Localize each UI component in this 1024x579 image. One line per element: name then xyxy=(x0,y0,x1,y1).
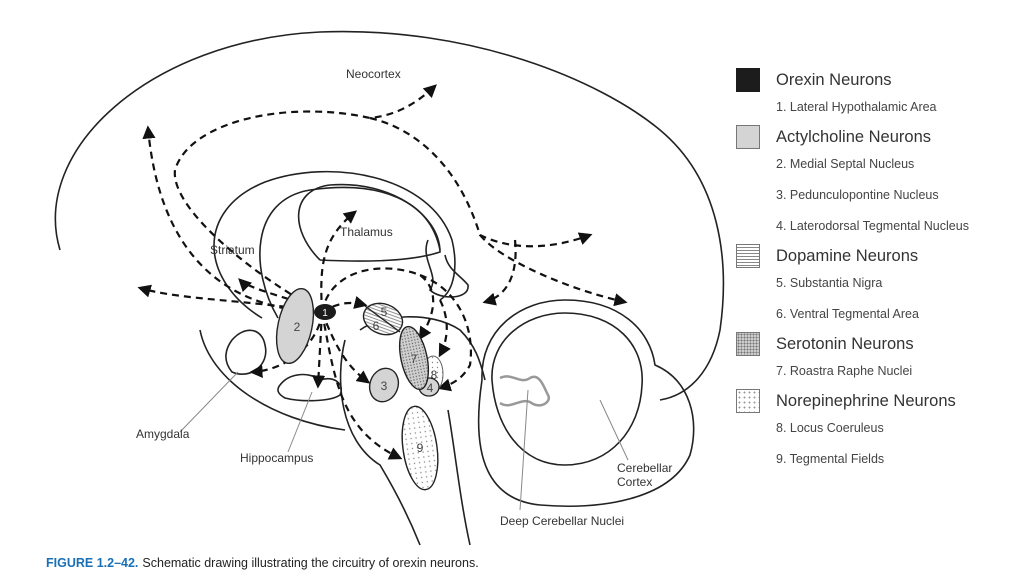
nucleus-3-label: 3 xyxy=(381,379,388,393)
striatum-outline xyxy=(213,170,456,319)
acetylcholine-swatch-icon xyxy=(736,125,760,149)
nucleus-7-label: 7 xyxy=(411,352,418,366)
amygdala-leader xyxy=(179,371,239,433)
nucleus-6-label: 6 xyxy=(373,319,380,333)
label-striatum: Striatum xyxy=(210,243,255,257)
nucleus-3: 3 xyxy=(368,367,400,403)
deep-cerebellar-nuclei-shape xyxy=(499,375,551,407)
legend-group-orexin: Orexin Neurons 1. Lateral Hypothalamic A… xyxy=(736,68,1021,123)
deep-cerebellar-nuclei-leader xyxy=(519,389,529,511)
norepinephrine-swatch-icon xyxy=(736,389,760,413)
thalamus-outline xyxy=(297,183,441,262)
nucleus-9: 9 xyxy=(401,405,439,491)
dopamine-swatch-icon xyxy=(736,244,760,268)
legend-item: 8. Locus Coeruleus xyxy=(776,421,884,435)
nucleus-1: 1 xyxy=(314,304,336,320)
legend-item: 4. Laterodorsal Tegmental Nucleus xyxy=(776,219,969,233)
orexin-projections xyxy=(137,84,628,460)
nucleus-7: 7 xyxy=(398,325,430,391)
serotonin-swatch-icon xyxy=(736,332,760,356)
legend-group-acetylcholine: Actylcholine Neurons 2. Medial Septal Nu… xyxy=(736,125,1021,242)
nucleus-2: 2 xyxy=(275,287,315,365)
legend-item: 6. Ventral Tegmental Area xyxy=(776,307,919,321)
legend-group-serotonin: Serotonin Neurons 7. Roastra Raphe Nucle… xyxy=(736,332,1021,387)
brainstem-outline xyxy=(339,339,421,546)
cerebellum-outer xyxy=(477,299,695,507)
legend-item: 1. Lateral Hypothalamic Area xyxy=(776,100,937,114)
label-cerebellar-cortex-line2: Cortex xyxy=(617,475,652,489)
nucleus-9-label: 9 xyxy=(417,441,424,455)
legend: Orexin Neurons 1. Lateral Hypothalamic A… xyxy=(736,68,1021,477)
legend-item: 2. Medial Septal Nucleus xyxy=(776,157,915,171)
legend-group-norepinephrine: Norepinephrine Neurons 8. Locus Coeruleu… xyxy=(736,389,1021,475)
legend-item: 5. Substantia Nigra xyxy=(776,276,883,290)
brain-inner-contour xyxy=(199,329,346,431)
legend-title-acetylcholine: Actylcholine Neurons xyxy=(776,127,931,146)
nucleus-5-6: 5 6 xyxy=(362,302,404,336)
legend-group-dopamine: Dopamine Neurons 5. Substantia Nigra 6. … xyxy=(736,244,1021,330)
legend-title-orexin: Orexin Neurons xyxy=(776,70,892,89)
nucleus-2-label: 2 xyxy=(294,320,301,334)
hippocampus-leader xyxy=(287,391,313,453)
legend-title-norepinephrine: Norepinephrine Neurons xyxy=(776,391,956,410)
nucleus-8-label: 8 xyxy=(431,368,438,382)
label-thalamus: Thalamus xyxy=(340,225,393,239)
label-hippocampus: Hippocampus xyxy=(240,451,313,465)
label-amygdala: Amygdala xyxy=(136,427,190,441)
figure-caption: FIGURE 1.2–42.Schematic drawing illustra… xyxy=(46,556,479,570)
legend-title-dopamine: Dopamine Neurons xyxy=(776,246,919,265)
legend-item: 9. Tegmental Fields xyxy=(776,452,885,466)
legend-item: 3. Pedunculopontine Nucleus xyxy=(776,188,939,202)
cerebellum-inner xyxy=(491,312,643,466)
label-cerebellar-cortex-line1: Cerebellar xyxy=(617,461,672,475)
hippocampus-shape xyxy=(277,373,342,402)
neocortex-outline xyxy=(54,30,725,401)
label-neocortex: Neocortex xyxy=(346,67,401,81)
amygdala-shape xyxy=(225,329,267,375)
fornix-outline xyxy=(425,239,469,298)
legend-title-serotonin: Serotonin Neurons xyxy=(776,334,914,353)
nucleus-4-label: 4 xyxy=(427,381,434,395)
caption-text: Schematic drawing illustrating the circu… xyxy=(142,556,479,570)
cerebellar-cortex-leader xyxy=(599,399,629,461)
orexin-swatch-icon xyxy=(736,68,760,92)
label-deep-cerebellar-nuclei: Deep Cerebellar Nuclei xyxy=(500,514,624,528)
nucleus-1-label: 1 xyxy=(322,308,328,319)
nucleus-5-label: 5 xyxy=(381,305,388,319)
brainstem-outline-2 xyxy=(447,409,471,546)
legend-item: 7. Roastra Raphe Nuclei xyxy=(776,364,913,378)
figure-number: FIGURE 1.2–42. xyxy=(46,556,139,570)
